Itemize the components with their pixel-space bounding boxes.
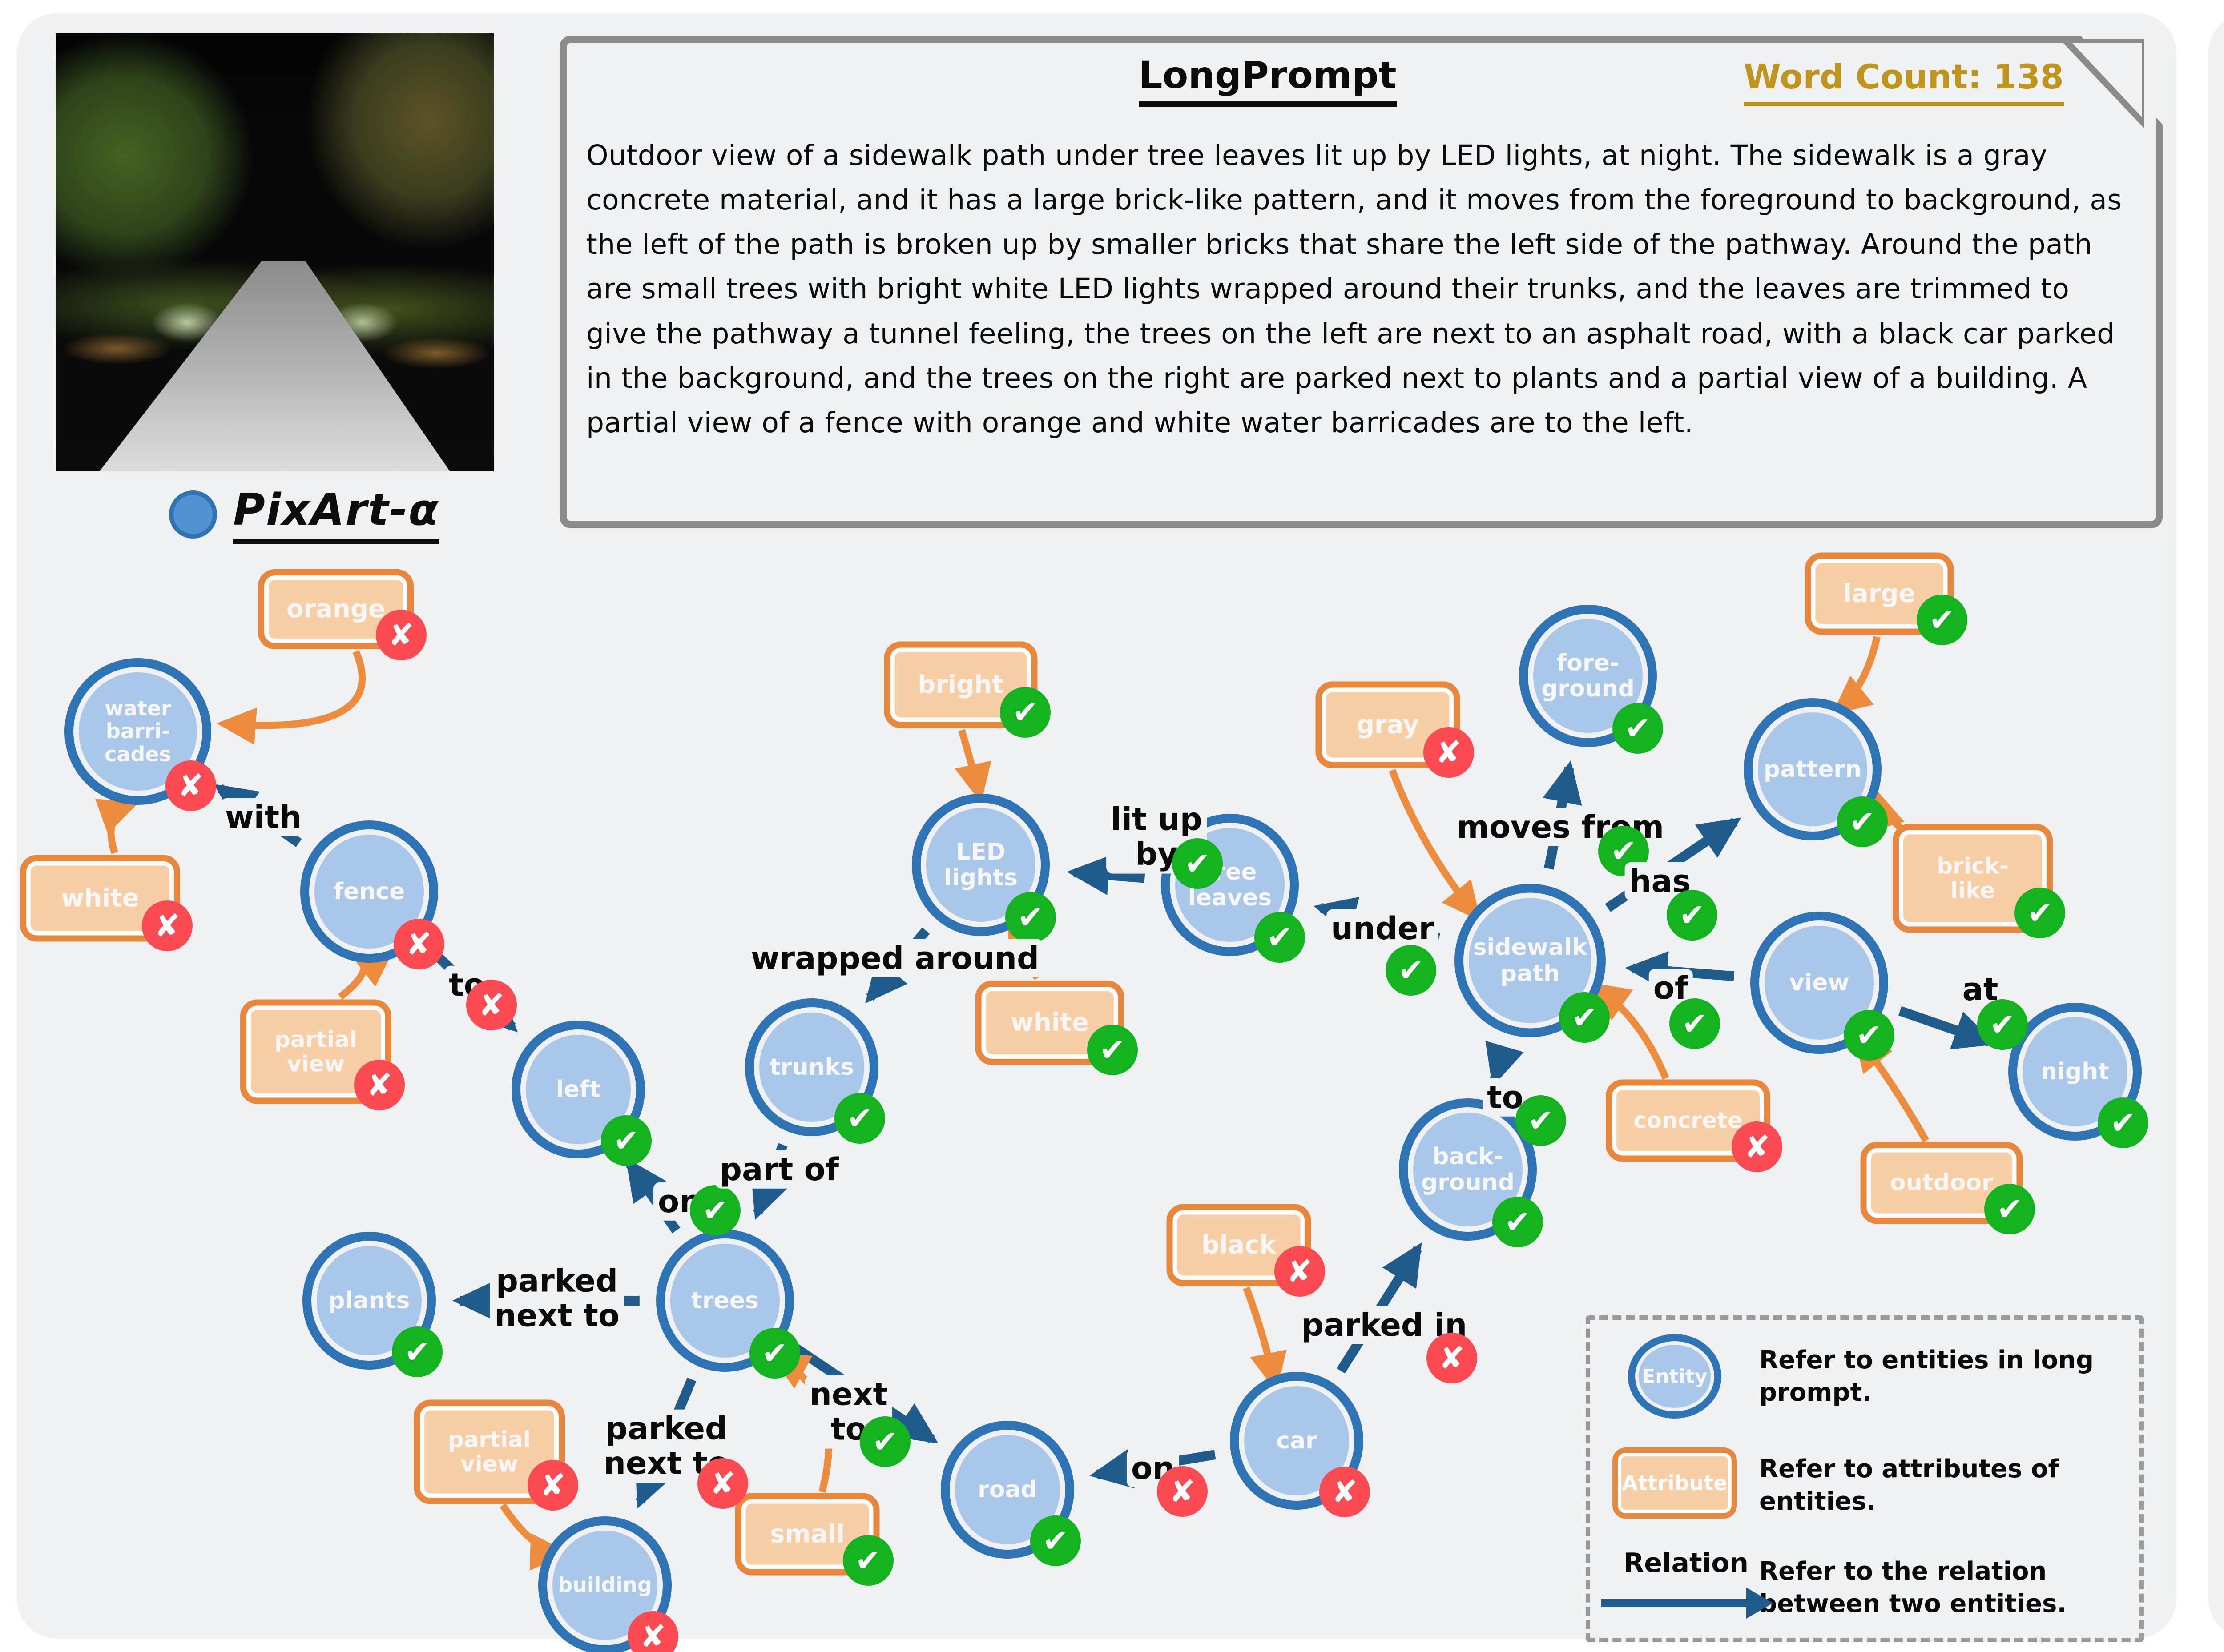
entity-night-check-icon: ✔: [2098, 1097, 2148, 1148]
model-name: PixArt-α: [233, 485, 439, 544]
attribute-large-check-icon: ✔: [1916, 595, 1967, 646]
entity-trees-check-icon: ✔: [749, 1328, 800, 1379]
legend-attribute-label: Attribute: [1622, 1471, 1728, 1495]
relation-label-part-of: part of: [715, 1150, 844, 1189]
model-dot-icon: [169, 490, 217, 539]
legend-entity-label: Entity: [1642, 1365, 1708, 1388]
entity-road-check-icon: ✔: [1030, 1515, 1081, 1566]
entity-water-barricades-cross-icon: ✘: [165, 760, 216, 812]
relation-has-check-icon: ✔: [1667, 890, 1717, 941]
relation-label-on: on: [1127, 1449, 1179, 1488]
entity-sidewalk-path-check-icon: ✔: [1559, 992, 1610, 1043]
attribute-black-cross-icon: ✘: [1274, 1246, 1325, 1297]
entity-background-check-icon: ✔: [1492, 1197, 1543, 1248]
relation-label-wrapped-around: wrapped around: [746, 939, 1044, 978]
entity-tree-leaves-check-icon: ✔: [1254, 912, 1305, 963]
attribute-white-2-check-icon: ✔: [1087, 1024, 1138, 1075]
attribute-outdoor-check-icon: ✔: [1984, 1184, 2035, 1235]
legend-relation-desc: Refer to the relation between two entiti…: [1759, 1557, 2067, 1618]
attribute-brick-like-check-icon: ✔: [2014, 888, 2066, 939]
attribute-bright-check-icon: ✔: [999, 687, 1051, 738]
word-count-badge: Word Count: 138: [1744, 57, 2064, 106]
long-prompt-text: Outdoor view of a sidewalk path under tr…: [586, 139, 2122, 439]
relation-to-cross-icon: ✘: [466, 980, 517, 1030]
entity-fence-cross-icon: ✘: [393, 919, 444, 970]
entity-foreground-check-icon: ✔: [1612, 703, 1663, 754]
relation-of-check-icon: ✔: [1669, 998, 1720, 1049]
legend-attribute-desc: Refer to attributes of entities.: [1759, 1455, 2059, 1516]
generated-image: [56, 33, 494, 471]
relation-at-check-icon: ✔: [1977, 999, 2028, 1050]
attribute-gray-cross-icon: ✘: [1423, 727, 1474, 778]
relation-on-check-icon: ✔: [690, 1185, 741, 1236]
relation-label-to: to: [1483, 1078, 1528, 1117]
entity-building-cross-icon: ✘: [628, 1611, 678, 1652]
relation-label-parked-in: parked in: [1297, 1306, 1472, 1345]
attribute-node-brick-like: brick- like: [1893, 824, 2053, 933]
attribute-node-white-1: white: [20, 855, 180, 942]
relation-label-with: with: [221, 798, 306, 837]
attribute-white-1-cross-icon: ✘: [142, 900, 193, 952]
relation-parked-next-to-cross-icon: ✘: [697, 1458, 748, 1509]
attribute-concrete-cross-icon: ✘: [1732, 1121, 1783, 1173]
attribute-small-check-icon: ✔: [842, 1535, 894, 1586]
legend-relation-arrow-icon: [1601, 1588, 1773, 1619]
attribute-orange-cross-icon: ✘: [376, 609, 427, 660]
relation-label-parked-next-to: parked next to: [490, 1262, 624, 1335]
relation-parked-in-cross-icon: ✘: [1426, 1333, 1477, 1383]
model-caption: PixArt-α: [169, 485, 439, 544]
entity-plants-check-icon: ✔: [392, 1326, 443, 1377]
legend-relation-label: Relation: [1624, 1547, 1749, 1579]
attribute-node-concrete: concrete: [1606, 1079, 1770, 1162]
attribute-node-black: black: [1166, 1204, 1311, 1286]
relation-to-check-icon: ✔: [1515, 1095, 1566, 1146]
entity-left-check-icon: ✔: [601, 1115, 652, 1166]
legend-attribute-sample: Attribute: [1612, 1447, 1737, 1519]
entity-car-cross-icon: ✘: [1319, 1466, 1370, 1517]
entity-led-lights-check-icon: ✔: [1005, 892, 1056, 943]
entity-pattern-check-icon: ✔: [1837, 796, 1888, 848]
attribute-node-gray: gray: [1315, 681, 1460, 768]
attribute-partial-view-2-cross-icon: ✘: [527, 1460, 578, 1511]
relation-under-check-icon: ✔: [1386, 945, 1436, 996]
folded-corner-icon: [2059, 39, 2144, 128]
legend-entity-desc: Refer to entities in long prompt.: [1759, 1346, 2094, 1407]
relation-lit-up-by-check-icon: ✔: [1172, 838, 1223, 889]
attribute-partial-view-1-cross-icon: ✘: [354, 1060, 405, 1111]
long-prompt-title: LongPrompt: [1139, 53, 1397, 107]
legend-entity-sample: Entity: [1628, 1334, 1721, 1419]
relation-next-to-check-icon: ✔: [860, 1416, 911, 1467]
entity-trunks-check-icon: ✔: [834, 1093, 885, 1144]
long-prompt-box: [560, 36, 2163, 528]
relation-on-cross-icon: ✘: [1157, 1466, 1208, 1517]
right-panel-card: [2208, 13, 2224, 1639]
relation-label-under: under: [1326, 909, 1438, 948]
entity-view-check-icon: ✔: [1843, 1010, 1894, 1061]
relation-label-parked-next-to: parked next to: [599, 1409, 733, 1483]
